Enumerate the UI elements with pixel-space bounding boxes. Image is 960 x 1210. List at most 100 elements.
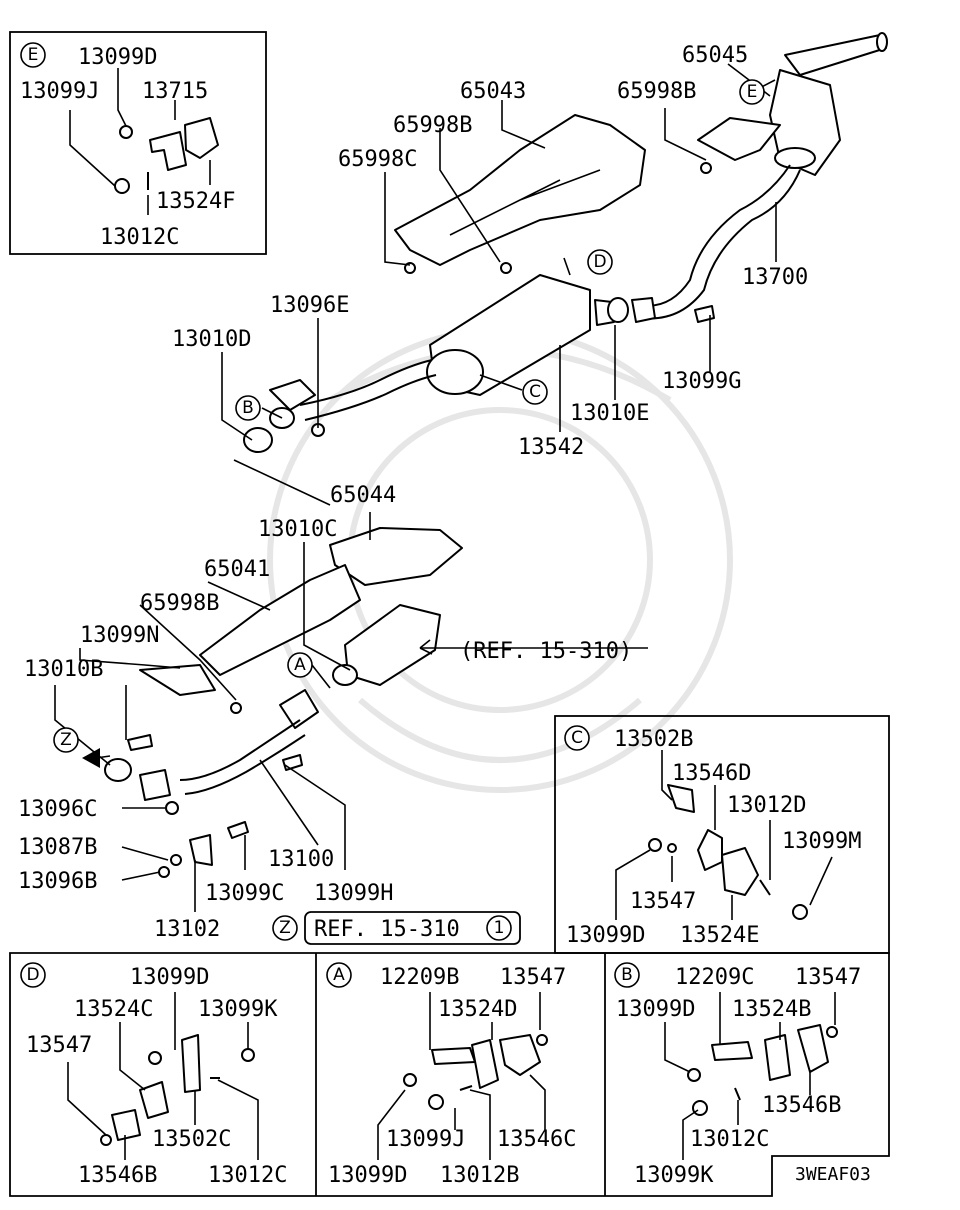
heat-shield-65043 — [394, 114, 646, 266]
ref-label-z: REF. 15-310 — [314, 917, 460, 942]
inset-a-label-13099D: 13099D — [328, 1163, 407, 1188]
callout-z-ref: Z — [272, 915, 298, 941]
inset-e-label-13099J: 13099J — [20, 79, 99, 104]
svg-text:E: E — [747, 82, 758, 102]
inset-d-label-13524C: 13524C — [74, 997, 153, 1022]
label-13542: 13542 — [518, 435, 584, 460]
ref-z-box — [304, 911, 521, 945]
callout-a-inset: A — [326, 962, 352, 988]
svg-text:D: D — [26, 965, 39, 985]
center-muffler-13542 — [426, 274, 656, 396]
heat-shield-65041 — [199, 564, 361, 676]
inset-b-label-13547: 13547 — [795, 965, 861, 990]
inset-a-label-13546C: 13546C — [497, 1127, 576, 1152]
label-13100: 13100 — [268, 847, 334, 872]
leader-lines — [54, 63, 777, 912]
label-13010C: 13010C — [258, 517, 337, 542]
inset-b-label-13099D: 13099D — [616, 997, 695, 1022]
label-65045: 65045 — [682, 43, 748, 68]
bottom-insets-frame — [9, 952, 890, 1197]
inset-a-label-13012B: 13012B — [440, 1163, 519, 1188]
label-13010D: 13010D — [172, 327, 251, 352]
gasket-13010B — [104, 758, 132, 782]
inset-d-label-13012C: 13012C — [208, 1163, 287, 1188]
label-13010E: 13010E — [570, 401, 649, 426]
callout-b-inset: B — [614, 962, 640, 988]
inset-d-label-13502C: 13502C — [152, 1127, 231, 1152]
label-13099H: 13099H — [314, 881, 393, 906]
label-65041: 65041 — [204, 557, 270, 582]
svg-text:E: E — [28, 45, 39, 65]
svg-text:B: B — [621, 965, 633, 985]
callout-e-inset: E — [20, 42, 46, 68]
label-13096B: 13096B — [18, 869, 97, 894]
inset-e-label-13099D: 13099D — [78, 45, 157, 70]
inset-c-label-13099M: 13099M — [782, 829, 861, 854]
heat-shield-65045 — [697, 117, 781, 161]
inset-e-label-13524F: 13524F — [156, 189, 235, 214]
inset-c-label-13502B: 13502B — [614, 727, 693, 752]
callout-e-main: E — [739, 79, 765, 105]
inset-c-label-13099D: 13099D — [566, 923, 645, 948]
inset-b-parts — [664, 992, 838, 1160]
inset-d-parts — [67, 992, 259, 1160]
inset-b-label-13546B: 13546B — [762, 1093, 841, 1118]
bracket-13102 — [189, 834, 213, 866]
svg-text:A: A — [294, 655, 306, 675]
catalytic-converter — [332, 604, 441, 686]
inset-d-label-13099K: 13099K — [198, 997, 278, 1022]
svg-text:C: C — [571, 728, 583, 748]
callout-a-main: A — [287, 652, 313, 678]
callout-d-main: D — [587, 249, 613, 275]
label-13099G: 13099G — [662, 369, 741, 394]
inset-d-label-13099D: 13099D — [130, 965, 209, 990]
ref-z-number: 1 — [486, 915, 512, 941]
svg-text:C: C — [529, 382, 541, 402]
hanger-13096E — [269, 379, 316, 411]
inset-a-parts — [377, 992, 548, 1160]
gasket-13010D — [243, 427, 273, 453]
inset-e-frame — [9, 31, 267, 255]
svg-text:B: B — [242, 398, 254, 418]
inset-c-label-13546D: 13546D — [672, 761, 751, 786]
front-pipe-13100 — [104, 689, 319, 801]
callout-c-inset: C — [564, 725, 590, 751]
inset-a-label-13524D: 13524D — [438, 997, 517, 1022]
label-65044: 65044 — [330, 483, 396, 508]
inset-c-label-13524E: 13524E — [680, 923, 759, 948]
inset-b-label-13012C: 13012C — [690, 1127, 769, 1152]
label-65998C: 65998C — [338, 147, 417, 172]
inset-b-label-13099K: 13099K — [634, 1163, 714, 1188]
inset-d-label-13546B: 13546B — [78, 1163, 157, 1188]
svg-text:A: A — [333, 965, 345, 985]
label-13099N: 13099N — [80, 623, 159, 648]
label-13102: 13102 — [154, 917, 220, 942]
label-65998B-mid: 65998B — [393, 113, 472, 138]
inset-c-label-13547: 13547 — [630, 889, 696, 914]
svg-text:1: 1 — [494, 918, 505, 938]
label-65998B-low: 65998B — [140, 591, 219, 616]
label-65043: 65043 — [460, 79, 526, 104]
callout-b-main: B — [235, 395, 261, 421]
diagram-code: 3WEAF03 — [795, 1164, 871, 1185]
inset-b-label-13524B: 13524B — [732, 997, 811, 1022]
label-13096E: 13096E — [270, 293, 349, 318]
inset-a-label-13099J: 13099J — [386, 1127, 465, 1152]
label-65998B-top: 65998B — [617, 79, 696, 104]
inset-b-label-12209C: 12209C — [675, 965, 754, 990]
inset-c-label-13012D: 13012D — [727, 793, 806, 818]
inset-e-label-13012C: 13012C — [100, 225, 179, 250]
svg-text:D: D — [593, 252, 606, 272]
label-13099C: 13099C — [205, 881, 284, 906]
inset-e-parts — [69, 68, 219, 215]
svg-text:Z: Z — [279, 918, 291, 938]
callout-z-main: Z — [53, 727, 79, 753]
svg-text:Z: Z — [60, 730, 72, 750]
inset-a-label-12209B: 12209B — [380, 965, 459, 990]
label-13700: 13700 — [742, 265, 808, 290]
label-13087B: 13087B — [18, 835, 97, 860]
inset-a-label-13547: 13547 — [500, 965, 566, 990]
inset-c-parts — [615, 750, 833, 920]
tail-pipe-assembly — [639, 32, 888, 320]
